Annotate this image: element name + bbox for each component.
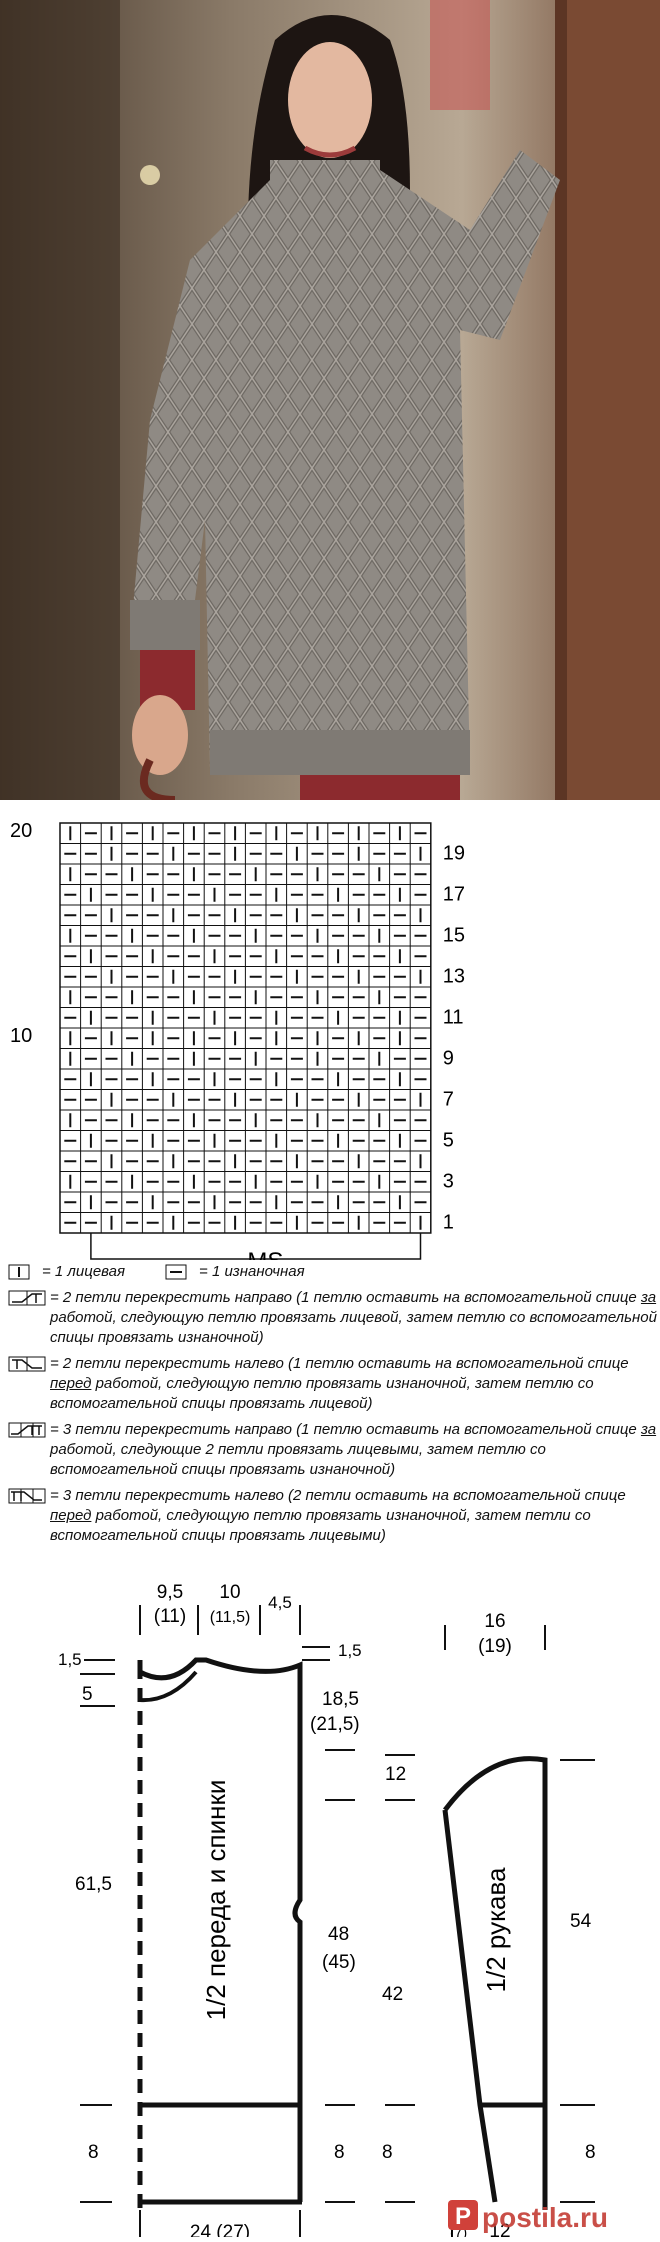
legend-item-3-left: = 3 петли перекрестить налево (2 петли о… bbox=[8, 1486, 658, 1546]
legend-item4-text: = 2 петли перекрестить налево (1 петлю о… bbox=[50, 1355, 629, 1372]
watermark: P postila.ru bbox=[448, 2200, 608, 2233]
legend-knit-text: = 1 лицевая bbox=[42, 1263, 126, 1280]
schematic-svg: 9,5 (11) 10 (11,5) 4,5 1,5 5 1/2 переда … bbox=[58, 1582, 608, 2242]
front-neckline bbox=[139, 1670, 198, 1703]
dim-top-a: 9,5 bbox=[157, 1582, 183, 1603]
dim-sleeve-top2: (19) bbox=[478, 1636, 512, 1657]
dim-top-b2: (11,5) bbox=[210, 1609, 251, 1626]
dim-sleeve-top: 16 bbox=[484, 1611, 505, 1632]
legend-purl-text: = 1 изнаночная bbox=[199, 1263, 305, 1280]
repeat-bracket bbox=[90, 1233, 422, 1260]
cross-2-left-icon bbox=[8, 1356, 46, 1372]
legend-item3-rest: работой, следующую петлю провязать лицев… bbox=[50, 1309, 657, 1346]
right-row-label: 5 bbox=[443, 1130, 454, 1152]
dim-rib-1: 8 bbox=[88, 2142, 99, 2163]
legend-item5-underline: за bbox=[640, 1421, 657, 1438]
dim-sleeve-mid: 42 bbox=[382, 1984, 403, 2005]
dim-left-1: 1,5 bbox=[58, 1650, 82, 1669]
legend-item3-text: = 2 петли перекрестить направо (1 петлю … bbox=[50, 1289, 637, 1306]
legend-item4-rest: работой, следующую петлю провязать изнан… bbox=[50, 1375, 594, 1412]
sleeve-label: 1/2 рукава bbox=[481, 1867, 511, 1992]
watermark-text: postila.ru bbox=[482, 2202, 608, 2233]
legend-item-2-left: = 2 петли перекрестить налево (1 петлю о… bbox=[8, 1354, 658, 1414]
dim-right-1: 1,5 bbox=[338, 1641, 362, 1660]
legend-item3-underline: за bbox=[640, 1289, 657, 1306]
right-row-label: 15 bbox=[443, 925, 465, 947]
legend-item4-underline: перед bbox=[50, 1375, 92, 1392]
dim-rib-4: 8 bbox=[585, 2142, 596, 2163]
legend-item5-text: = 3 петли перекрестить направо (1 петлю … bbox=[50, 1421, 637, 1438]
dim-top-c: 4,5 bbox=[268, 1593, 292, 1612]
dim-cap: 12 bbox=[385, 1764, 406, 1785]
right-row-label: 19 bbox=[443, 843, 465, 865]
cross-3-right-icon bbox=[8, 1422, 46, 1438]
top-dimension-ticks bbox=[139, 1605, 301, 1635]
legend-knit: = 1 лицевая bbox=[8, 1262, 125, 1282]
dim-armhole: 18,5 bbox=[322, 1689, 359, 1710]
cross-2-right-icon bbox=[8, 1290, 46, 1306]
dim-sleeve-len: 54 bbox=[570, 1911, 592, 1932]
right-row-label: 11 bbox=[443, 1007, 464, 1029]
right-row-label: 3 bbox=[443, 1171, 454, 1193]
model-photo bbox=[0, 0, 660, 800]
legend-purl: = 1 изнаночная bbox=[165, 1262, 305, 1282]
legend-item6-text: = 3 петли перекрестить налево (2 петли о… bbox=[50, 1487, 626, 1504]
right-row-label: 17 bbox=[443, 884, 465, 906]
legend-item6-underline: перед bbox=[50, 1507, 92, 1524]
purl-symbol-icon bbox=[165, 1264, 187, 1280]
dim-width: 24 (27) bbox=[190, 2222, 250, 2237]
left-row-label: 20 bbox=[10, 820, 32, 842]
body-outline bbox=[137, 1657, 303, 2202]
legend-item5-rest: работой, следующие 2 петли провязать лиц… bbox=[50, 1441, 546, 1478]
right-row-label: 7 bbox=[443, 1089, 454, 1111]
body-label: 1/2 переда и спинки bbox=[201, 1780, 231, 2021]
legend-item-3-right: = 3 петли перекрестить направо (1 петлю … bbox=[8, 1420, 658, 1480]
dim-rib-3: 8 bbox=[382, 2142, 393, 2163]
knitting-chart: 20 10 19 17 15 13 11 9 7 5 3 1MS bbox=[0, 805, 660, 1275]
dim-body-len: 61,5 bbox=[75, 1874, 112, 1895]
legend: = 1 лицевая = 1 изнаночная = 2 петли пер… bbox=[8, 1262, 658, 1552]
right-row-label: 13 bbox=[443, 966, 465, 988]
repeat-label: MS bbox=[247, 1248, 283, 1260]
right-row-label: 1 bbox=[443, 1212, 454, 1234]
dim-rib-2: 8 bbox=[334, 2142, 345, 2163]
watermark-logo-icon: P bbox=[455, 2203, 471, 2230]
dim-armhole2: (21,5) bbox=[310, 1714, 360, 1735]
sweater-photo-illustration bbox=[0, 0, 660, 800]
dim-side: 48 bbox=[328, 1924, 349, 1945]
legend-item6-rest: работой, следующую петлю провязать изнан… bbox=[50, 1507, 591, 1544]
dim-top-b: 10 bbox=[219, 1582, 240, 1603]
garment-schematic: 9,5 (11) 10 (11,5) 4,5 1,5 5 1/2 переда … bbox=[0, 1570, 660, 2242]
dim-top-a2: (11) bbox=[154, 1606, 186, 1627]
left-row-label: 10 bbox=[10, 1025, 32, 1047]
dim-left-2: 5 bbox=[82, 1684, 93, 1705]
legend-row-basic: = 1 лицевая = 1 изнаночная bbox=[8, 1262, 658, 1282]
dim-side2: (45) bbox=[322, 1952, 356, 1973]
chart-grid-svg: 20 10 19 17 15 13 11 9 7 5 3 1MS bbox=[10, 820, 465, 1275]
right-row-label: 9 bbox=[443, 1048, 454, 1070]
legend-item-2-right: = 2 петли перекрестить направо (1 петлю … bbox=[8, 1288, 658, 1348]
cross-3-left-icon bbox=[8, 1488, 46, 1504]
knit-symbol-icon bbox=[8, 1264, 30, 1280]
